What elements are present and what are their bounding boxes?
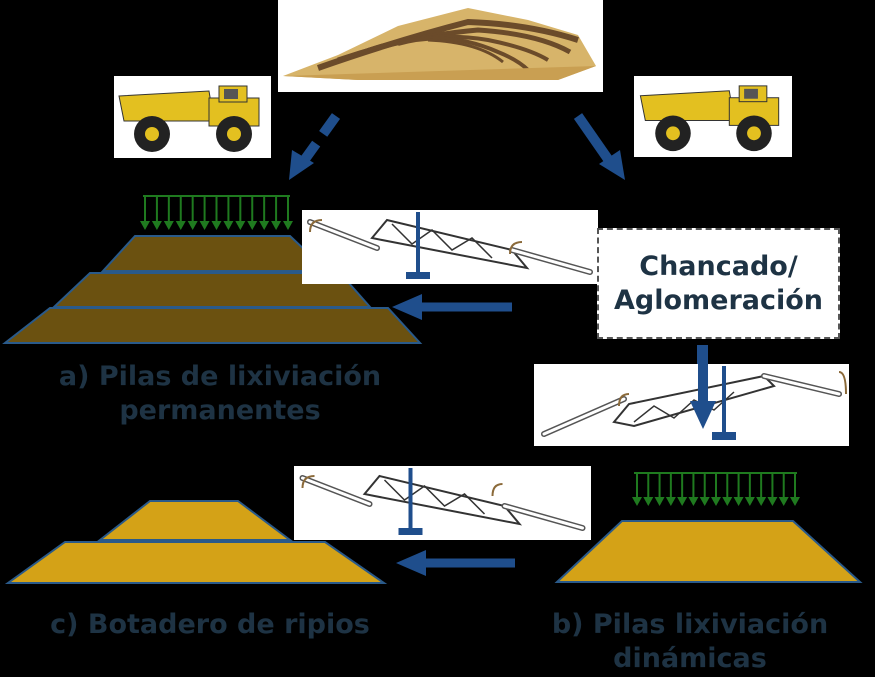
caption-dynamic-line2: dinámicas: [613, 643, 767, 674]
caption-permanent-line1: a) Pilas de lixiviación: [58, 361, 382, 392]
caption-permanent-line2: permanentes: [119, 395, 321, 426]
stacker-image-top: [302, 210, 598, 284]
stacker-image-right: [534, 364, 849, 446]
arrow-to-spent: [396, 550, 515, 576]
caption-permanent-heap: a) Pilas de lixiviación permanentes: [40, 360, 400, 428]
haul-truck-right: [634, 76, 792, 157]
dynamic-heap: [554, 520, 863, 583]
caption-dynamic-line1: b) Pilas lixiviación: [551, 609, 829, 640]
arrow-to-crushing: [573, 113, 625, 180]
crushing-agglomeration-box: Chancado/ Aglomeración: [597, 228, 840, 339]
open-pit-mine-image: [278, 0, 603, 92]
stacker-image-bottom: [294, 466, 591, 540]
caption-spent-dump: c) Botadero de ripios: [40, 608, 380, 642]
permanent-heap: [2, 235, 423, 344]
caption-dynamic-heap: b) Pilas lixiviación dinámicas: [540, 608, 840, 676]
arrow-into-permanent: [392, 294, 512, 320]
arrow-down-overlay: [690, 345, 716, 429]
spent-ore-dump: [4, 500, 388, 584]
haul-truck-left: [114, 76, 271, 158]
process-label-line2: Aglomeración: [613, 284, 824, 316]
dashed-arrow-to-permanent: [289, 113, 341, 180]
caption-spent-line1: c) Botadero de ripios: [50, 609, 370, 640]
process-label-line1: Chancado/: [639, 250, 798, 282]
